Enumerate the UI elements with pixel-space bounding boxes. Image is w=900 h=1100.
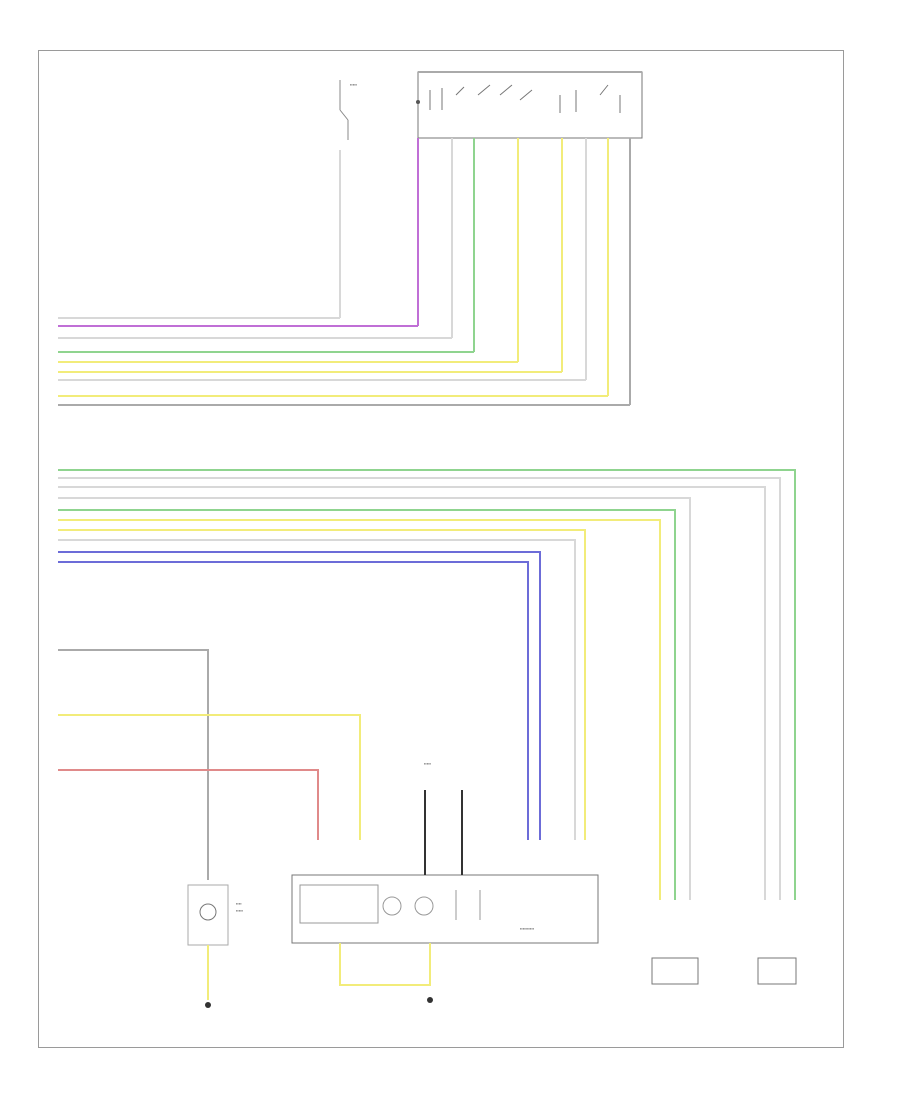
lamp-ground-point xyxy=(427,997,433,1003)
upper-harness xyxy=(58,317,630,406)
lamp-ground-wires xyxy=(339,943,431,986)
diagram-frame xyxy=(38,50,844,1048)
left-rear-license-lamp xyxy=(757,957,797,985)
high-level-brake-light: ▪▪▪▪ ▪▪▪▪▪ xyxy=(187,884,244,946)
svg-text:▪▪▪▪▪: ▪▪▪▪▪ xyxy=(236,908,244,913)
interior-lamps-switch: ▪▪▪▪▪ xyxy=(339,80,358,140)
left-rear-side-marker-lamp xyxy=(651,957,699,985)
external-lamps-label: ▪▪▪▪▪ xyxy=(424,761,432,766)
svg-text:▪▪▪▪▪: ▪▪▪▪▪ xyxy=(350,82,358,87)
svg-text:▪▪▪▪▪▪▪▪▪▪: ▪▪▪▪▪▪▪▪▪▪ xyxy=(520,926,535,931)
rear-left-brake-combination-lamp: ▪▪▪▪▪▪▪▪▪▪ xyxy=(291,874,599,944)
feed-wires xyxy=(58,649,361,880)
lamp-feed-wires xyxy=(424,790,463,875)
upper-vertical-wires xyxy=(339,138,631,405)
light-switch-unit xyxy=(416,71,643,139)
ground-point xyxy=(205,1002,211,1008)
svg-text:▪▪▪▪: ▪▪▪▪ xyxy=(236,901,242,906)
lower-harness xyxy=(58,469,796,900)
